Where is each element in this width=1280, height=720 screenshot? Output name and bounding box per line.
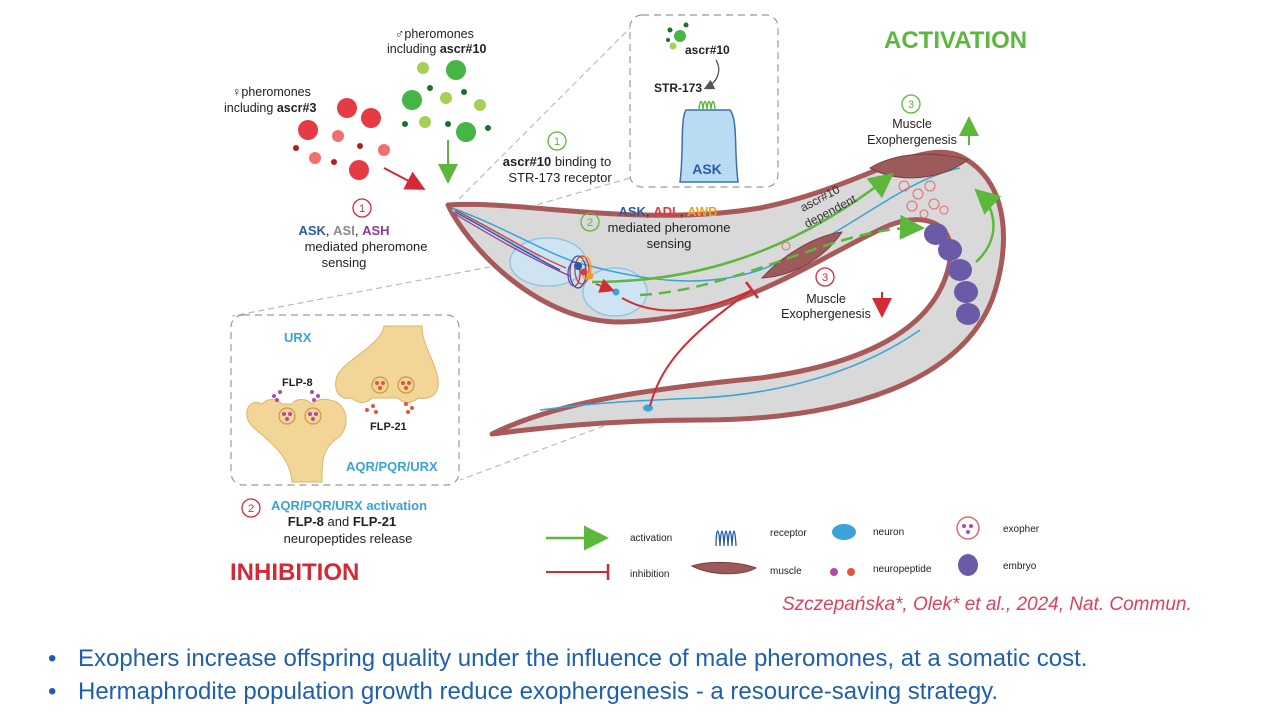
synapse-right <box>335 325 439 403</box>
bullet-2-text: Hermaphrodite population growth reduce e… <box>78 678 999 705</box>
bullet-2: •Hermaphrodite population growth reduce … <box>48 678 999 705</box>
inset-ligand-label: ascr#10 <box>685 43 730 57</box>
step-exo-up: 3 Muscle Exophergenesis <box>867 94 979 147</box>
neuron-awb <box>586 272 594 280</box>
svg-text:1: 1 <box>554 136 560 148</box>
activation-dashed <box>639 214 925 297</box>
inset-receptor-label: STR-173 <box>654 81 702 95</box>
activation-embryo <box>974 188 1002 263</box>
legend-neuron-label: neuron <box>873 527 904 538</box>
legend-receptor-label: receptor <box>770 528 807 539</box>
inset-bottom: URX FLP-8 FLP-21 AQR/PQR/URX <box>230 314 460 486</box>
svg-text:2: 2 <box>587 217 593 229</box>
svg-text:URX: URX <box>284 330 312 345</box>
svg-text:Exophergenesis: Exophergenesis <box>867 133 957 147</box>
ask-neuron-shape <box>679 109 739 183</box>
svg-text:♂pheromones: ♂pheromones <box>395 27 474 41</box>
neuron-urx <box>612 288 620 296</box>
step-exo-down: 3 Muscle Exophergenesis <box>781 267 892 321</box>
male-pheromone-label: ♂pheromones including ascr#10 <box>387 27 486 56</box>
svg-text:FLP-8 and FLP-21: FLP-8 and FLP-21 <box>288 514 396 529</box>
legend-neuropeptide-red <box>847 568 855 576</box>
inhibition-path-1 <box>621 289 753 312</box>
legend-embryo-symbol <box>958 554 978 576</box>
svg-text:1: 1 <box>359 203 365 215</box>
herm-pheromone-dots <box>293 98 390 180</box>
neuron-ask <box>574 262 582 270</box>
legend-inhibition-label: inhibition <box>630 569 669 580</box>
muscle-mid <box>760 231 844 279</box>
legend-neuropeptide-purple <box>830 568 838 576</box>
legend-exopher-label: exopher <box>1003 524 1040 535</box>
legend-exopher-symbol <box>956 516 980 540</box>
svg-text:3: 3 <box>908 99 914 111</box>
herm-pheromone-label: ♀pheromones including ascr#3 <box>224 85 317 115</box>
svg-text:mediated pheromone: mediated pheromone <box>305 239 428 254</box>
svg-text:Exophergenesis: Exophergenesis <box>781 307 871 321</box>
svg-text:including ascr#10: including ascr#10 <box>387 42 486 56</box>
svg-text:STR-173 receptor: STR-173 receptor <box>508 170 612 185</box>
worm-body <box>445 149 1006 437</box>
inset-top: ascr#10 STR-173 ASK <box>629 14 779 188</box>
step-release: 2 AQR/PQR/URX activation FLP-8 and FLP-2… <box>241 498 427 546</box>
neuron-tail <box>643 404 653 412</box>
legend-activation-label: activation <box>630 533 672 544</box>
legend: activation inhibition receptor muscle ne… <box>546 516 1040 580</box>
citation: Szczepańska*, Olek* et al., 2024, Nat. C… <box>782 594 1192 615</box>
inhibition-title: INHIBITION <box>230 559 359 586</box>
receptor-coil <box>698 100 716 110</box>
herm-pheromone-arrow <box>383 167 426 190</box>
svg-text:mediated pheromone: mediated pheromone <box>608 220 731 235</box>
svg-text:AQR/PQR/URX activation: AQR/PQR/URX activation <box>271 498 427 513</box>
svg-text:FLP-8: FLP-8 <box>282 377 313 389</box>
step-sense-inhibition: 1 ASK, ASI, ASH mediated pheromone sensi… <box>298 198 428 270</box>
neuron-adl <box>580 268 588 276</box>
step-sense-activation: 2 ASK, ADL, AWB mediated pheromone sensi… <box>580 204 731 251</box>
muscle-top <box>868 153 970 179</box>
activation-path <box>591 172 894 284</box>
legend-muscle-label: muscle <box>770 566 802 577</box>
legend-neuropeptide-label: neuropeptide <box>873 564 932 575</box>
svg-text:FLP-21: FLP-21 <box>370 421 407 433</box>
svg-text:ASK, ADL, AWB: ASK, ADL, AWB <box>619 204 718 219</box>
svg-text:Muscle: Muscle <box>892 117 932 131</box>
legend-receptor-symbol <box>715 530 737 547</box>
legend-embryo-label: embryo <box>1003 561 1037 572</box>
svg-text:Muscle: Muscle <box>806 292 846 306</box>
svg-text:3: 3 <box>822 272 828 284</box>
svg-text:ASK, ASI, ASH: ASK, ASI, ASH <box>298 223 389 238</box>
svg-text:ascr#10 binding to: ascr#10 binding to <box>503 154 611 169</box>
svg-text:sensing: sensing <box>322 255 367 270</box>
synapse-left <box>246 398 347 483</box>
embryos <box>924 223 980 325</box>
exophers <box>781 180 949 251</box>
inset-neuron-label: ASK <box>692 161 722 177</box>
step-binding: 1 ascr#10 binding to STR-173 receptor <box>503 131 612 185</box>
legend-muscle-symbol <box>690 561 758 575</box>
bullet-1-text: Exophers increase offspring quality unde… <box>78 645 1088 672</box>
svg-text:including ascr#3: including ascr#3 <box>224 101 317 115</box>
inhibition-path-2 <box>649 289 753 407</box>
svg-text:2: 2 <box>248 503 254 515</box>
svg-text:AQR/PQR/URX: AQR/PQR/URX <box>346 459 438 474</box>
male-pheromone-dots <box>402 60 491 142</box>
svg-text:neuropeptides release: neuropeptides release <box>284 531 413 546</box>
legend-neuron-symbol <box>832 524 856 540</box>
svg-text:♀pheromones: ♀pheromones <box>232 85 311 99</box>
bullet-1: •Exophers increase offspring quality und… <box>48 645 1088 672</box>
activation-title: ACTIVATION <box>884 27 1027 54</box>
worm <box>445 149 1006 437</box>
svg-text:sensing: sensing <box>647 236 692 251</box>
